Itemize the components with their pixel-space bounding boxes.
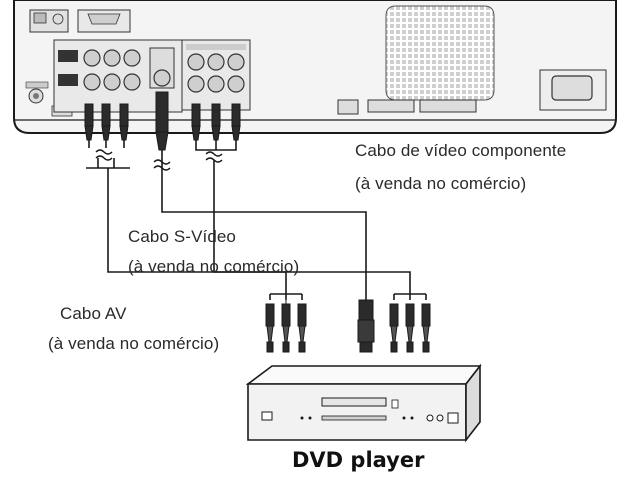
av-cable-note: (à venda no comércio) bbox=[48, 334, 220, 353]
component-plugs-top bbox=[191, 103, 241, 141]
svideo-plug-top bbox=[155, 91, 169, 151]
component-cable bbox=[195, 140, 411, 294]
svideo-plug-bottom bbox=[357, 299, 375, 353]
svideo-cable-note: (à venda no comércio) bbox=[128, 257, 300, 276]
dvd-player-label: DVD player bbox=[292, 448, 425, 472]
dvd-player-device bbox=[245, 363, 482, 443]
av-cable-label: Cabo AV bbox=[60, 304, 127, 323]
av-plugs-top bbox=[84, 103, 129, 141]
component-cable-label: Cabo de vídeo componente bbox=[355, 141, 567, 160]
av-cable bbox=[86, 140, 287, 294]
cable-break-marks bbox=[95, 149, 223, 171]
component-cable-note: (à venda no comércio) bbox=[355, 174, 527, 193]
svideo-cable-label: Cabo S-Vídeo bbox=[128, 227, 236, 246]
component-plugs-bottom bbox=[389, 293, 431, 353]
svideo-cable bbox=[161, 150, 367, 300]
av-plugs-bottom bbox=[265, 293, 307, 353]
